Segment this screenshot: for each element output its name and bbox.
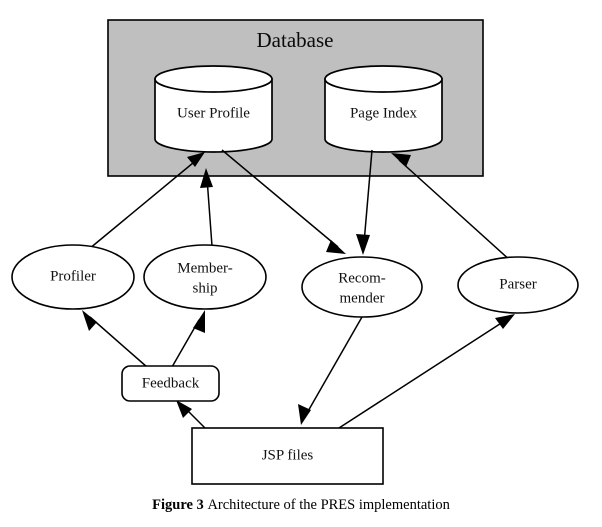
- edge-line: [89, 316, 148, 368]
- membership-label-line-1: Member-: [177, 260, 233, 276]
- page-index-label: Page Index: [350, 105, 418, 121]
- profiler-ellipse: [11, 244, 135, 310]
- edge-line: [398, 159, 513, 263]
- profiler-label: Profiler: [50, 268, 96, 284]
- page-index-cylinder-body: [324, 78, 443, 153]
- edge-line: [306, 316, 363, 414]
- jsp-files-rect: [191, 427, 384, 485]
- component-recommender[interactable]: Recom- mender: [301, 256, 423, 318]
- arrowhead-icon: [298, 404, 311, 425]
- figure-caption-text: Architecture of the PRES implementation: [207, 497, 450, 513]
- component-profiler[interactable]: Profiler: [11, 244, 135, 310]
- edge-line: [338, 319, 507, 429]
- arrowhead-icon: [82, 310, 97, 331]
- user-profile-cylinder-body: [154, 78, 273, 153]
- edge-line: [88, 157, 200, 250]
- edge-jsp-files-to-feedback: [176, 400, 206, 429]
- recommender-ellipse: [301, 256, 423, 318]
- edge-profiler-to-user-profile: [88, 152, 205, 250]
- arrowhead-icon: [187, 152, 205, 167]
- edge-parser-to-page-index: [391, 153, 513, 263]
- edge-line: [221, 149, 339, 248]
- edge-recommender-to-jsp-files: [298, 316, 363, 425]
- arrowhead-icon: [391, 153, 411, 167]
- box-feedback[interactable]: Feedback: [121, 365, 220, 402]
- recommender-label-line-2: mender: [340, 290, 385, 306]
- membership-ellipse: [143, 244, 267, 310]
- user-profile-cylinder-top: [154, 65, 273, 93]
- arrowhead-icon: [356, 234, 370, 255]
- edge-membership-to-user-profile: [200, 168, 213, 247]
- arrowhead-icon: [200, 168, 213, 188]
- figure-caption-prefix: Figure 3: [152, 497, 204, 513]
- datastore-page-index[interactable]: Page Index: [324, 65, 443, 153]
- edge-user-profile-to-recommender: [221, 149, 346, 254]
- edge-page-index-to-recommender: [356, 149, 373, 255]
- arrowhead-icon: [193, 310, 205, 333]
- edge-line: [363, 149, 373, 244]
- datastore-user-profile[interactable]: User Profile: [154, 65, 273, 153]
- database-title-label: Database: [257, 28, 334, 52]
- arrowhead-icon: [326, 240, 346, 254]
- user-profile-label: User Profile: [177, 105, 250, 121]
- recommender-label-line-1: Recom-: [338, 270, 385, 286]
- arrowhead-icon: [495, 314, 515, 329]
- page-index-cylinder-top: [324, 65, 443, 93]
- jsp-files-label: JSP files: [262, 447, 314, 463]
- parser-label: Parser: [499, 276, 537, 292]
- edge-feedback-to-profiler: [82, 310, 148, 368]
- feedback-label: Feedback: [142, 375, 200, 391]
- box-jsp-files[interactable]: JSP files: [191, 427, 384, 485]
- component-membership[interactable]: Member- ship: [143, 244, 267, 310]
- arrowhead-icon: [176, 400, 192, 418]
- component-parser[interactable]: Parser: [457, 256, 579, 314]
- edge-jsp-files-to-parser: [338, 314, 515, 429]
- membership-label-line-2: ship: [192, 280, 217, 296]
- feedback-rect: [121, 365, 220, 402]
- figure-caption: Figure 3 Architecture of the PRES implem…: [0, 497, 602, 514]
- edge-feedback-to-membership: [171, 310, 205, 368]
- edge-line: [206, 177, 213, 247]
- parser-ellipse: [457, 256, 579, 314]
